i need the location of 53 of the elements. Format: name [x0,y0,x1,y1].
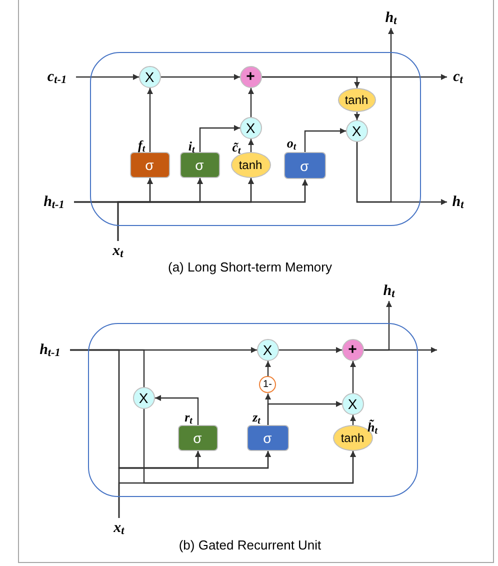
arrow [248,88,254,117]
gate-output-label: f$_{t}$ [138,138,146,151]
multiply-operator: X [132,386,154,408]
arrow [161,74,240,80]
arrow [199,125,240,152]
variable-label: h$_{t}$ [447,192,469,212]
gate-output-label: r$_{t}$ [184,410,192,423]
arrow [155,395,199,425]
arrow [350,361,356,393]
arrow [356,28,394,203]
arrow [279,347,342,353]
sigmoid-gate: σ [246,424,288,450]
multiply-operator: X [342,392,364,414]
arrow [147,88,153,152]
gate-output-label: i$_{t}$ [188,139,195,152]
variable-label: x$_{t}$ [108,518,130,538]
multiply-operator: X [240,116,262,138]
add-operator: + [240,66,262,88]
tanh-activation: tanh [338,88,376,112]
arrow [265,361,271,376]
multiply-operator: X [256,338,278,360]
variable-label: h$_{t-1}$ [34,192,74,212]
multiply-operator: X [346,120,368,142]
variable-label: c$_{t-1}$ [38,67,76,87]
figure-caption: (a) Long Short-term Memory [168,260,332,274]
variable-label: x$_{t}$ [107,241,129,261]
arrow [248,139,254,152]
sigmoid-gate: σ [178,424,218,450]
gate-output-label: o$_{t}$ [286,136,296,149]
figure-caption: (b) Gated Recurrent Unit [178,538,322,552]
sigmoid-gate: σ [130,152,170,178]
one-minus-operator: 1- [259,376,276,393]
variable-label: h$_{t}$ [378,281,400,301]
gate-output-label: c̃$_{t}$ [232,140,241,153]
arrow [354,112,360,120]
cell-boundary [90,52,421,226]
variable-label: h$_{t}$ [380,8,402,28]
arrow [267,401,342,425]
sigmoid-gate: σ [180,152,220,178]
arrow [117,180,308,241]
arrow [364,347,437,353]
add-operator: + [342,338,364,360]
arrow [143,409,356,484]
cell-boundary [88,323,418,497]
gate-output-label: z$_{t}$ [252,410,260,423]
arrow [262,76,360,88]
variable-label: h$_{t-1}$ [30,340,70,360]
sigmoid-gate: σ [284,152,326,179]
arrow [350,415,356,425]
arrow [304,128,346,152]
variable-label: c$_{t}$ [447,67,469,87]
arrow [76,74,139,80]
multiply-operator: X [138,66,160,88]
